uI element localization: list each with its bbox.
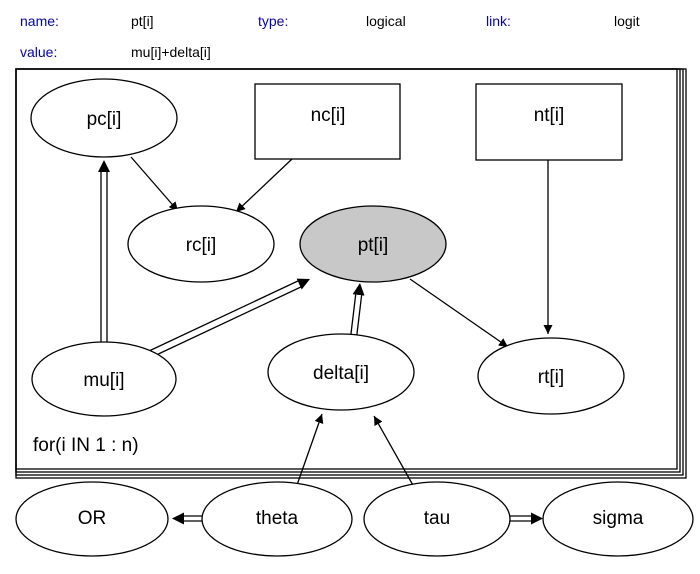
- node-pt[interactable]: pt[i]: [299, 205, 447, 283]
- node-theta-label: theta: [256, 508, 299, 529]
- node-rt[interactable]: rt[i]: [477, 337, 625, 415]
- node-pc[interactable]: pc[i]: [30, 78, 178, 158]
- node-tau-label: tau: [424, 508, 450, 529]
- node-sigma-label: sigma: [593, 508, 644, 529]
- type-label: type:: [258, 13, 289, 29]
- plate-label: for(i IN 1 : n): [33, 435, 139, 456]
- node-rc[interactable]: rc[i]: [127, 205, 275, 283]
- link-label: link:: [486, 13, 511, 29]
- node-tau[interactable]: tau: [363, 481, 511, 557]
- edge-pc-rc: [130, 156, 179, 212]
- edge-delta-pt: [349, 283, 365, 343]
- edge-theta-or: [172, 512, 203, 525]
- node-rt-label: rt[i]: [538, 367, 564, 388]
- value-label: value:: [20, 44, 58, 60]
- node-nt[interactable]: nt[i]: [475, 83, 623, 161]
- node-pt-label: pt[i]: [358, 235, 389, 256]
- edge-mu-pc: [98, 160, 110, 346]
- nodes: pc[i] nc[i] nt[i] rc[i] pt[i] mu[i] delt…: [15, 78, 694, 557]
- type-value: logical: [366, 13, 406, 29]
- name-value: pt[i]: [131, 13, 154, 29]
- node-theta[interactable]: theta: [201, 481, 353, 557]
- edge-nc-rc: [235, 158, 293, 213]
- node-sigma[interactable]: sigma: [542, 481, 694, 557]
- node-or[interactable]: OR: [15, 481, 169, 557]
- edges: [98, 156, 553, 525]
- link-value: logit: [614, 13, 640, 29]
- name-label: name:: [20, 13, 59, 29]
- node-delta-label: delta[i]: [313, 363, 369, 384]
- node-pc-label: pc[i]: [87, 109, 122, 130]
- value-value: mu[i]+delta[i]: [131, 44, 211, 60]
- node-rc-label: rc[i]: [186, 235, 217, 256]
- edge-mu-pt: [148, 278, 310, 358]
- plate-frame: [15, 68, 687, 479]
- node-nc[interactable]: nc[i]: [254, 83, 401, 160]
- node-nc-label: nc[i]: [311, 105, 346, 126]
- node-mu-label: mu[i]: [83, 370, 124, 391]
- node-mu[interactable]: mu[i]: [31, 341, 177, 417]
- node-delta[interactable]: delta[i]: [267, 333, 415, 411]
- node-nt-label: nt[i]: [534, 105, 565, 126]
- edge-theta-delta: [296, 413, 324, 486]
- edge-tau-sigma: [510, 512, 543, 525]
- edge-tau-delta: [373, 415, 415, 488]
- node-or-label: OR: [78, 508, 107, 529]
- edge-pt-rt: [409, 278, 509, 348]
